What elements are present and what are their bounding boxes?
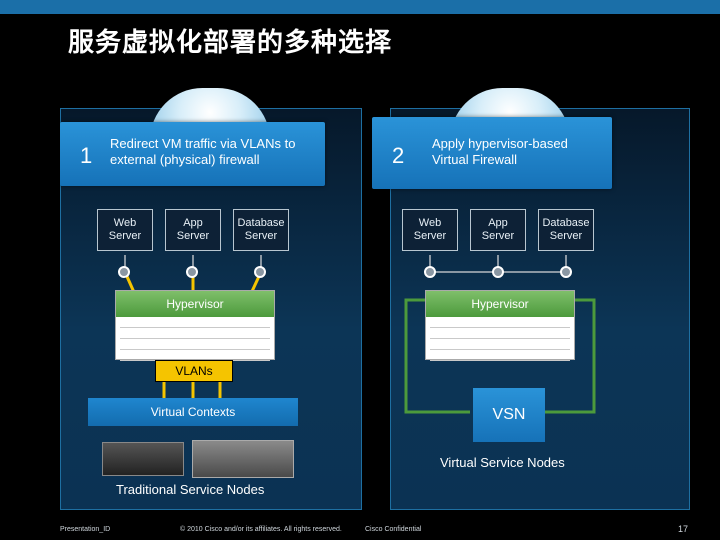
left-hypervisor-label: Hypervisor — [116, 291, 274, 317]
left-app-port-icon — [186, 266, 198, 278]
footer-presentation-id: Presentation_ID — [60, 526, 111, 533]
physical-firewall-appliance-icon — [102, 442, 184, 476]
traditional-service-nodes-label: Traditional Service Nodes — [116, 482, 265, 497]
virtual-service-nodes-label: Virtual Service Nodes — [440, 455, 565, 470]
right-app-port-icon — [492, 266, 504, 278]
right-database-server: Database Server — [538, 209, 594, 251]
left-callout-text: Redirect VM traffic via VLANs to externa… — [110, 136, 296, 167]
service-module-card-icon — [192, 440, 294, 478]
right-hypervisor: Hypervisor — [425, 290, 575, 361]
right-callout — [372, 117, 612, 189]
footer-confidential: Cisco Confidential — [365, 526, 422, 533]
right-hypervisor-rows — [426, 317, 574, 361]
right-web-server: Web Server — [402, 209, 458, 251]
page-number: 17 — [678, 524, 689, 534]
left-db-port-icon — [254, 266, 266, 278]
right-web-port-icon — [424, 266, 436, 278]
left-callout — [60, 122, 325, 186]
left-hypervisor-rows — [116, 317, 274, 361]
right-green-loop-right — [540, 298, 596, 414]
right-callout-text: Apply hypervisor-based Virtual Firewall — [432, 136, 568, 167]
left-database-server: Database Server — [233, 209, 289, 251]
right-step-number: 2 — [392, 143, 405, 168]
slide-title: 服务虚拟化部署的多种选择 — [68, 28, 393, 58]
vsn-node: VSN — [473, 388, 545, 442]
right-hypervisor-label: Hypervisor — [426, 291, 574, 317]
top-accent-bar — [0, 0, 720, 14]
left-app-server: App Server — [165, 209, 221, 251]
right-app-server: App Server — [470, 209, 526, 251]
right-green-loop-left — [404, 298, 470, 414]
footer-copyright: © 2010 Cisco and/or its affiliates. All … — [180, 526, 342, 533]
left-web-server: Web Server — [97, 209, 153, 251]
vlans-label: VLANs — [155, 360, 233, 382]
left-hypervisor: Hypervisor — [115, 290, 275, 361]
virtual-contexts-bar: Virtual Contexts — [88, 398, 298, 426]
right-db-port-icon — [560, 266, 572, 278]
left-step-number: 1 — [80, 143, 93, 168]
left-web-port-icon — [118, 266, 130, 278]
